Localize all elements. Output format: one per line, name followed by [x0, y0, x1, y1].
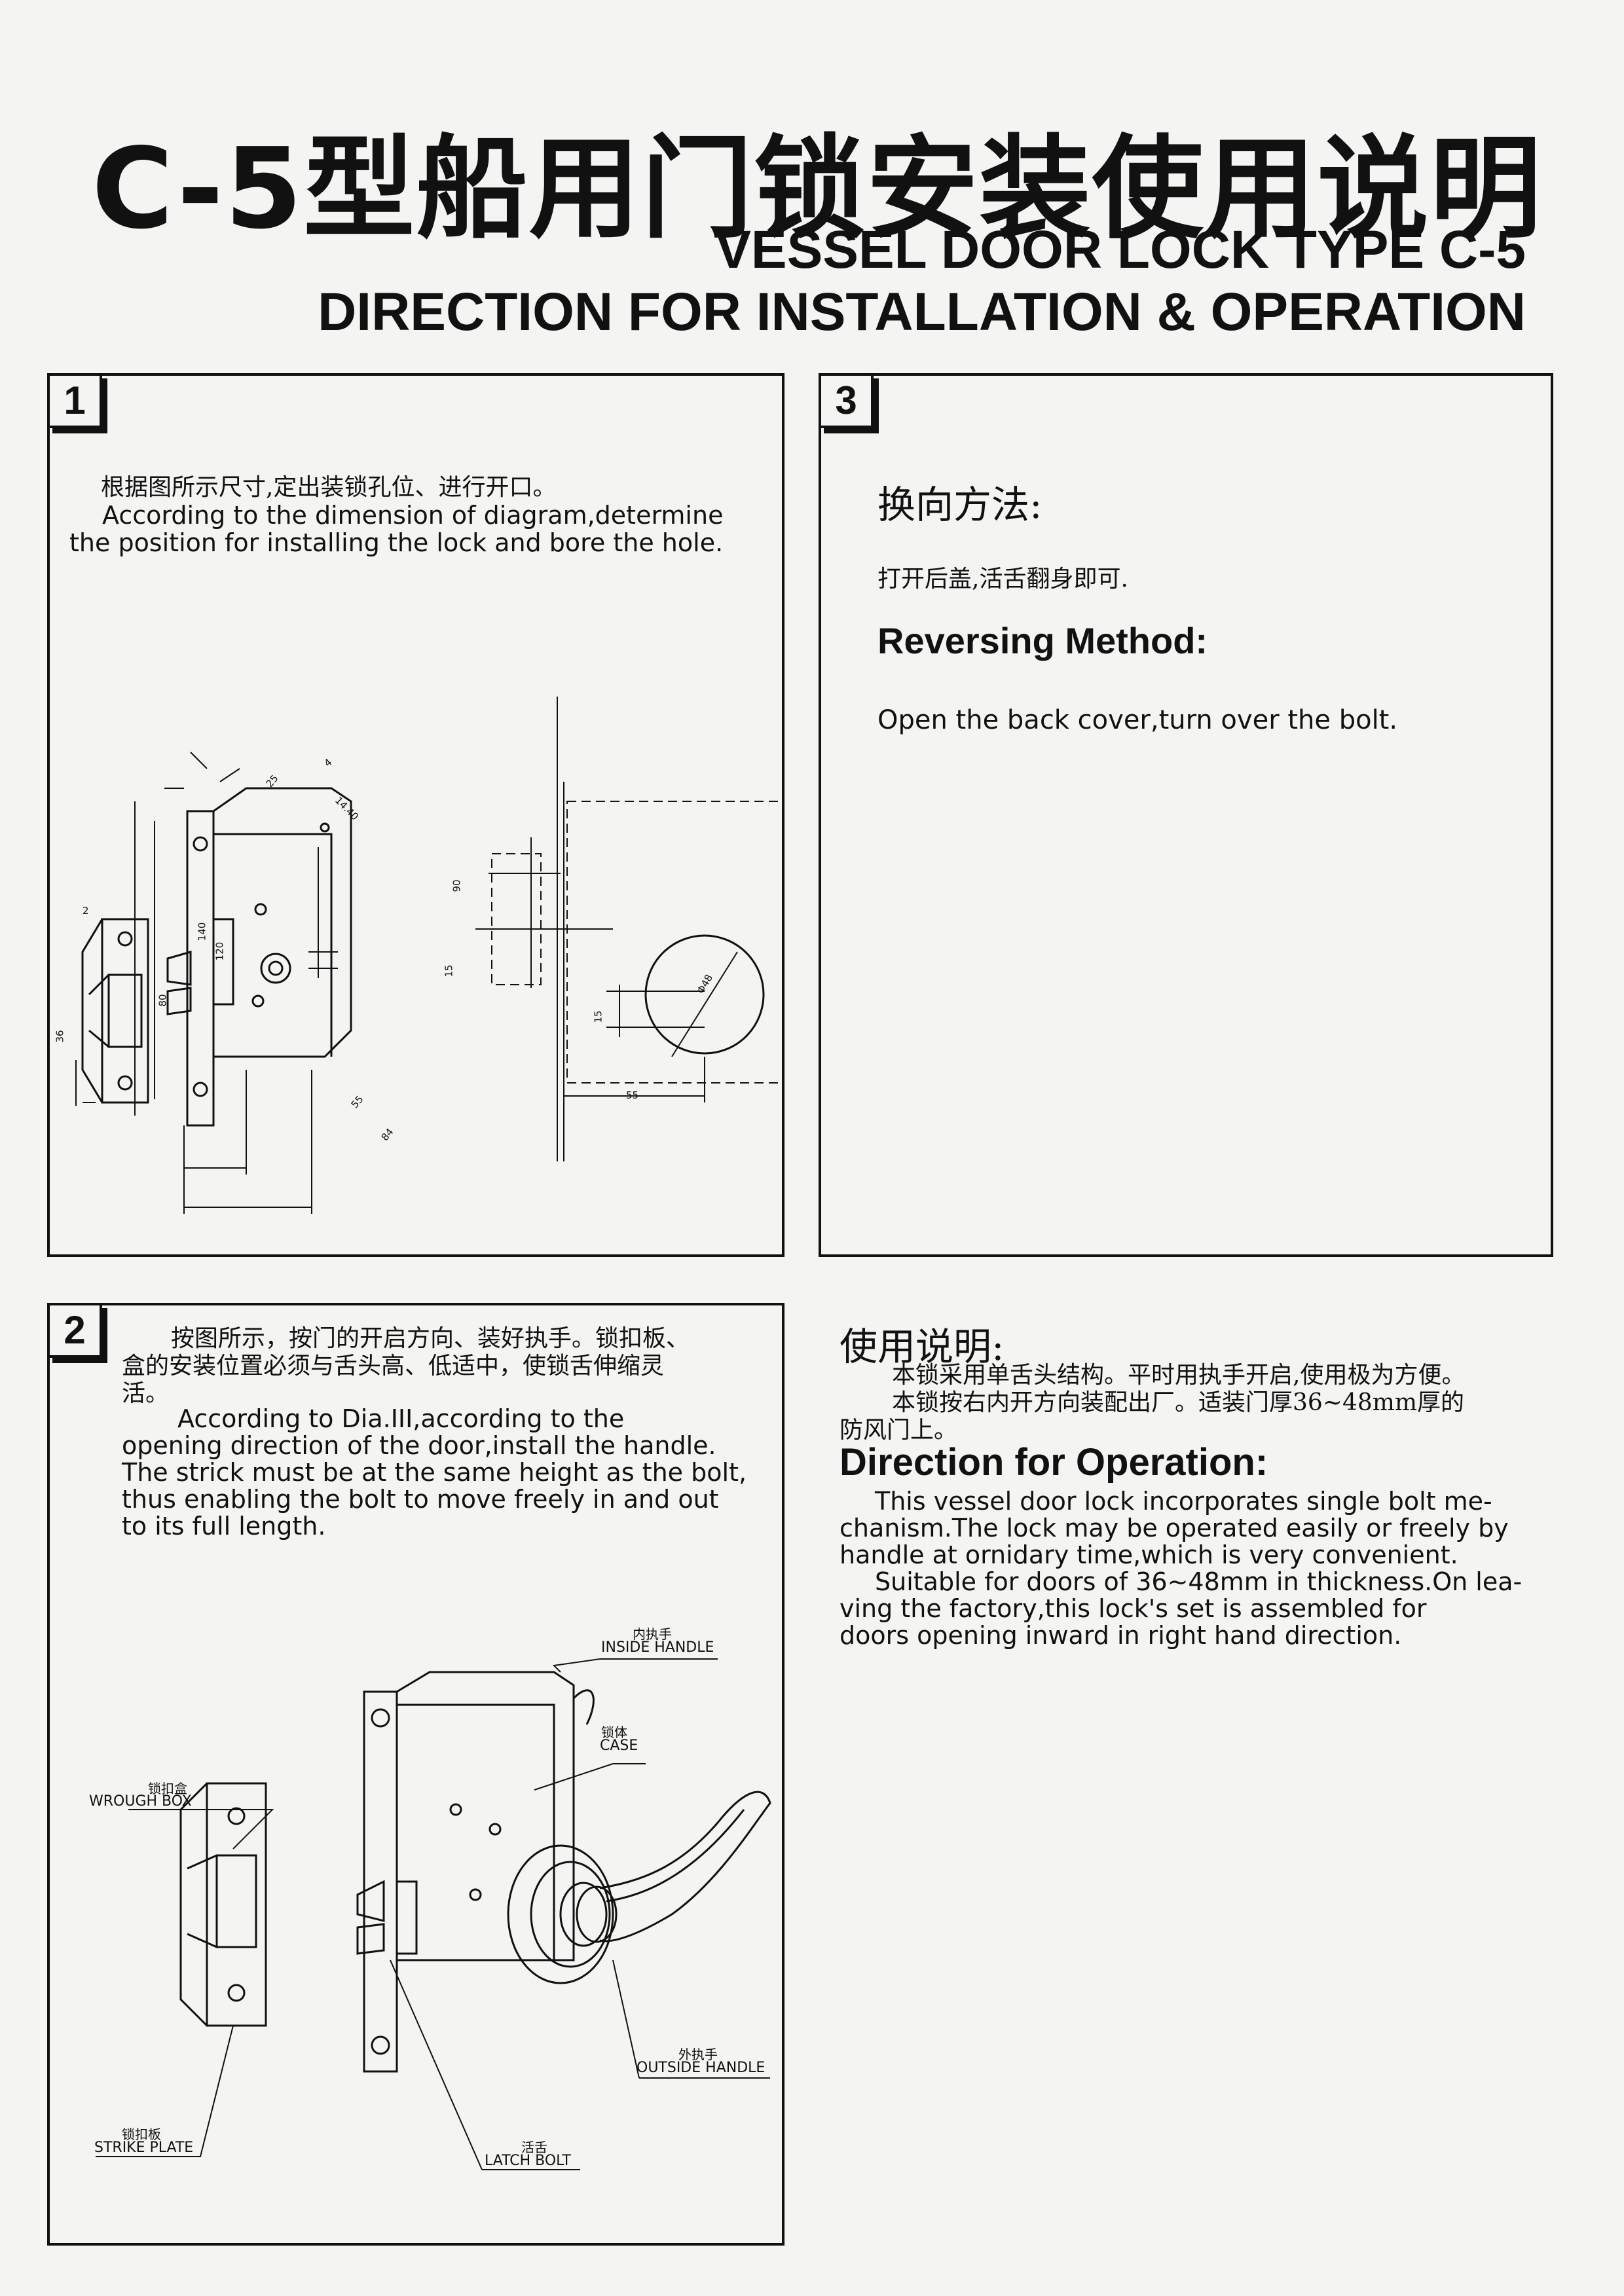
operation-text-cn-2: 本锁按右内开方向装配出厂。适装门厚36~48mm厚的 [892, 1389, 1465, 1416]
panel-2-text-en-3: The strick must be at the same height as… [122, 1458, 747, 1487]
label-case-en: CASE [600, 1738, 638, 1754]
operation-text-en-6: doors opening inward in right hand direc… [840, 1621, 1402, 1650]
operation-heading-cn: 使用说明: [840, 1324, 1005, 1369]
door-cutout-drawing [475, 697, 782, 1161]
strike-plate-drawing [81, 918, 149, 1104]
operation-heading-en: Direction for Operation: [840, 1441, 1268, 1484]
label-outside-handle-cn: 外执手 [678, 2047, 718, 2062]
dim-140: 140 [196, 922, 208, 941]
label-outside-handle-en: OUTSIDE HANDLE [637, 2060, 766, 2076]
reversing-text-cn: 打开后盖,活舌翻身即可. [877, 566, 1128, 592]
panel-2-text-cn-2: 盒的安装位置必须与舌头高、低适中，使锁舌伸缩灵 [122, 1353, 665, 1379]
page-title-en: VESSEL DOOR LOCK TYPE C-5 [715, 220, 1526, 280]
operation-text-en-3: handle at ornidary time,which is very co… [840, 1540, 1458, 1569]
panel-2-text-en-5: to its full length. [122, 1512, 326, 1540]
lock-body-drawing [166, 787, 352, 1127]
dimension-lines [75, 752, 338, 1214]
panel-2-text-en-1: According to Dia.III,according to the [177, 1404, 625, 1433]
panel-2-text-cn-3: 活。 [122, 1380, 170, 1407]
panel-1-number: 1 [47, 373, 102, 428]
label-inside-handle-en: INSIDE HANDLE [601, 1639, 714, 1656]
dim-120: 120 [213, 941, 226, 961]
dim-55-door: 55 [626, 1089, 639, 1101]
leader-lines [96, 1658, 770, 2170]
dim-2: 2 [83, 905, 89, 917]
lock-dimension-diagram [75, 697, 782, 1214]
operation-text-en-1: This vessel door lock incorporates singl… [875, 1487, 1492, 1516]
page-title-cn: C-5型船用门锁安装使用说明 [92, 124, 1543, 254]
page-subtitle-en: DIRECTION FOR INSTALLATION & OPERATION [318, 282, 1526, 342]
strike-box-drawing [179, 1782, 267, 2027]
reversing-heading-cn: 换向方法: [877, 483, 1043, 527]
label-inside-handle-cn: 内执手 [633, 1626, 672, 1642]
operation-text-cn-3: 防风门上。 [840, 1417, 958, 1444]
panel-1-text-en-2: the position for installing the lock and… [69, 528, 724, 557]
dim-15-door: 15 [592, 1010, 604, 1023]
operation-text-en-2: chanism.The lock may be operated easily … [840, 1514, 1509, 1542]
label-wrough-box-en: WROUGH BOX [89, 1793, 192, 1810]
reversing-text-en: Open the back cover,turn over the bolt. [877, 705, 1398, 735]
panel-2-number: 2 [47, 1303, 102, 1358]
reversing-heading-en: Reversing Method: [877, 620, 1208, 661]
lock-assembly-diagram [96, 1658, 771, 2170]
operation-text-cn-1: 本锁采用单舌头结构。平时用执手开启,使用极为方便。 [892, 1362, 1466, 1389]
operation-text-en-4: Suitable for doors of 36~48mm in thickne… [875, 1567, 1522, 1596]
panel-1-text-en-1: According to the dimension of diagram,de… [102, 501, 724, 530]
panel-3-number: 3 [819, 373, 874, 428]
label-latch-bolt-cn: 活舌 [521, 2140, 547, 2155]
panel-2-handle-installation: 2 按图所示，按门的开启方向、装好执手。锁扣板、 盒的安装位置必须与舌头高、低适… [47, 1303, 784, 2246]
label-latch-bolt-en: LATCH BOLT [485, 2153, 571, 2169]
label-case-cn: 锁体 [601, 1724, 627, 1740]
panel-2-text-cn-1: 按图所示，按门的开启方向、装好执手。锁扣板、 [171, 1325, 690, 1352]
panel-2-text-en-2: opening direction of the door,install th… [122, 1431, 716, 1460]
dim-36: 36 [54, 1030, 66, 1043]
handle-drawing [507, 1791, 771, 1984]
label-strike-plate-cn: 锁扣板 [122, 2126, 161, 2142]
dim-90: 90 [451, 879, 463, 892]
label-strike-plate-en: STRIKE PLATE [94, 2140, 194, 2156]
dim-80: 80 [157, 994, 169, 1007]
panel-2-text-en-4: thus enabling the bolt to move freely in… [122, 1485, 719, 1514]
operation-text-en-5: ving the factory,this lock's set is asse… [840, 1594, 1427, 1623]
panel-1-installation-dimensions: 1 根据图所示尺寸,定出装锁孔位、进行开口。 According to the … [47, 373, 784, 1257]
dim-15-body: 15 [443, 964, 455, 977]
label-wrough-box-cn: 锁扣盒 [148, 1781, 187, 1796]
panel-1-text-cn: 根据图所示尺寸,定出装锁孔位、进行开口。 [101, 474, 557, 501]
lock-case-drawing [356, 1671, 595, 2073]
panel-3-reversing-method: 3 换向方法: 打开后盖,活舌翻身即可. Reversing Method: O… [819, 373, 1553, 1257]
